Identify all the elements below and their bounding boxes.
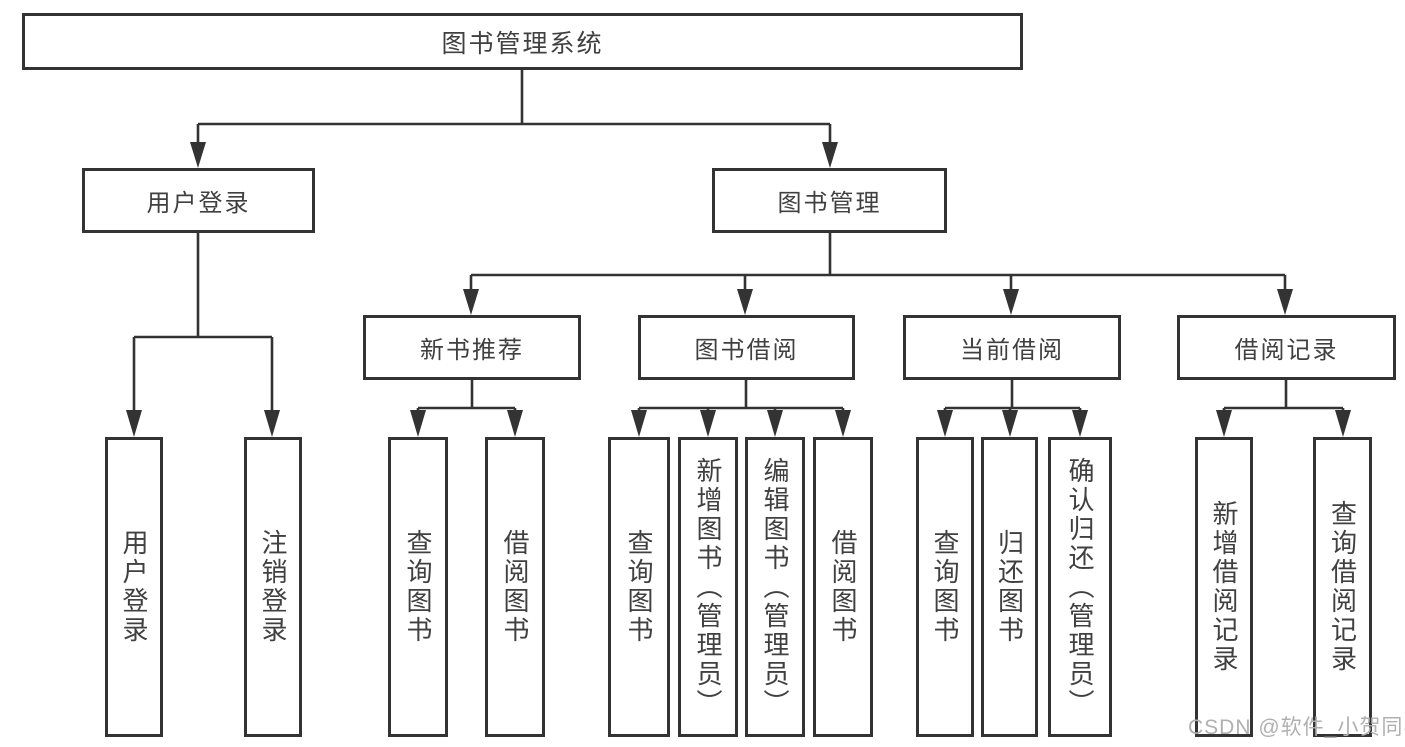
- leaf-add-borrow-record: 新增借阅记录: [1195, 437, 1253, 737]
- node-book-management: 图书管理: [712, 168, 947, 233]
- leaf-return-books: 归还图书: [981, 437, 1038, 737]
- leaf-query-borrow-record: 查询借阅记录: [1313, 437, 1372, 737]
- node-new-book-recommend: 新书推荐: [363, 315, 581, 380]
- node-user-login-label: 用户登录: [146, 190, 251, 217]
- leaf-recommend-query-books: 查询图书: [388, 437, 448, 737]
- leaf-add-borrow-record-label: 新增借阅记录: [1209, 500, 1239, 674]
- leaf-recommend-borrow-books: 借阅图书: [485, 437, 545, 737]
- leaf-logout-label: 注销登录: [258, 529, 288, 645]
- leaf-borrow-query-books-label: 查询图书: [624, 529, 654, 645]
- node-root-system: 图书管理系统: [22, 13, 1023, 70]
- watermark: CSDN @软件_小贺同学: [1188, 716, 1405, 739]
- node-current-borrow: 当前借阅: [903, 315, 1121, 380]
- node-borrow-record-label: 借阅记录: [1234, 337, 1339, 364]
- node-borrow-record: 借阅记录: [1177, 315, 1396, 380]
- leaf-user-login-label: 用户登录: [119, 529, 149, 645]
- leaf-return-books-label: 归还图书: [994, 529, 1025, 645]
- leaf-current-query-books: 查询图书: [916, 437, 974, 737]
- leaf-confirm-return-admin: 确认归还（管理员）: [1048, 437, 1112, 737]
- leaf-edit-books-admin-label: 编辑图书（管理员）: [760, 456, 790, 718]
- node-book-borrow: 图书借阅: [638, 315, 855, 380]
- leaf-borrow-query-books: 查询图书: [608, 437, 670, 737]
- node-root-label: 图书管理系统: [441, 29, 604, 58]
- leaf-recommend-borrow-books-label: 借阅图书: [500, 529, 530, 645]
- leaf-confirm-return-admin-label: 确认归还（管理员）: [1065, 456, 1095, 718]
- node-book-borrow-label: 图书借阅: [694, 337, 799, 364]
- node-user-login: 用户登录: [82, 168, 315, 233]
- leaf-user-login: 用户登录: [105, 437, 163, 737]
- node-new-book-recommend-label: 新书推荐: [420, 337, 524, 364]
- arrowhead-icons: [126, 142, 1351, 437]
- leaf-borrow-books-label: 借阅图书: [828, 529, 858, 645]
- node-current-borrow-label: 当前借阅: [960, 337, 1064, 364]
- leaf-borrow-books: 借阅图书: [813, 437, 873, 737]
- leaf-recommend-query-books-label: 查询图书: [403, 529, 433, 645]
- leaf-query-borrow-record-label: 查询借阅记录: [1327, 500, 1358, 674]
- leaf-logout: 注销登录: [244, 437, 302, 737]
- leaf-edit-books-admin: 编辑图书（管理员）: [745, 437, 805, 737]
- leaf-add-books-admin: 新增图书（管理员）: [678, 437, 738, 737]
- leaf-add-books-admin-label: 新增图书（管理员）: [693, 456, 723, 718]
- node-book-management-label: 图书管理: [777, 190, 882, 217]
- leaf-current-query-books-label: 查询图书: [930, 529, 960, 645]
